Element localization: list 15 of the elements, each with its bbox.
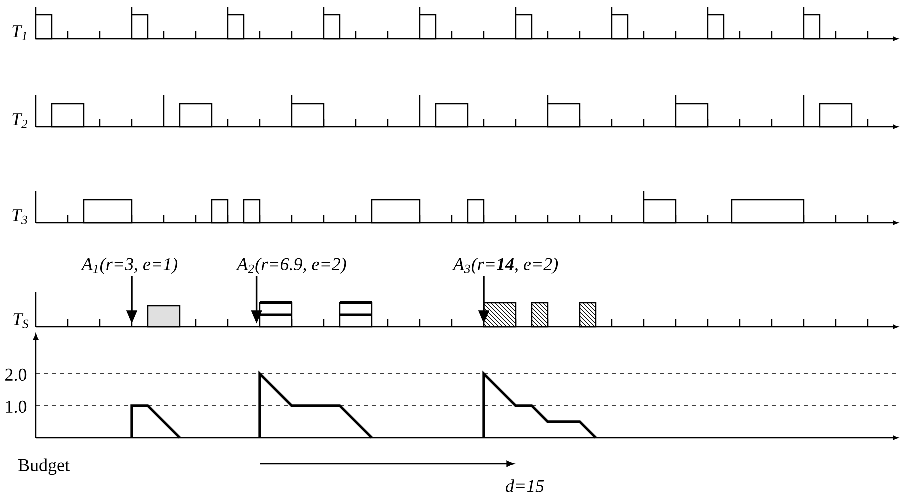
arrival-label: A$_{2}$(r=6.9, e=2) <box>236 258 346 274</box>
schedule-drawing <box>579 302 597 328</box>
axis-label: T$_{3}$ <box>12 210 28 224</box>
dimension-label: d=15 <box>506 480 544 492</box>
tick-label: 1.0 <box>6 400 27 414</box>
tick-label: 2.0 <box>6 368 27 382</box>
arrival-label: A$_{1}$(r=3, e=1) <box>80 258 178 274</box>
arrival-label: A$_{3}$(r=14, e=2) <box>452 258 558 274</box>
axis-label: T$_{2}$ <box>12 114 28 128</box>
node-label: T$_{S}$ <box>14 314 29 328</box>
schedule-drawing: T$_{S}$ <box>14 292 898 330</box>
axis-label: Budget <box>18 458 70 476</box>
schedule-drawing <box>483 302 517 328</box>
axis-label: T$_{1}$ <box>12 26 26 40</box>
schedule-drawing <box>531 302 549 328</box>
